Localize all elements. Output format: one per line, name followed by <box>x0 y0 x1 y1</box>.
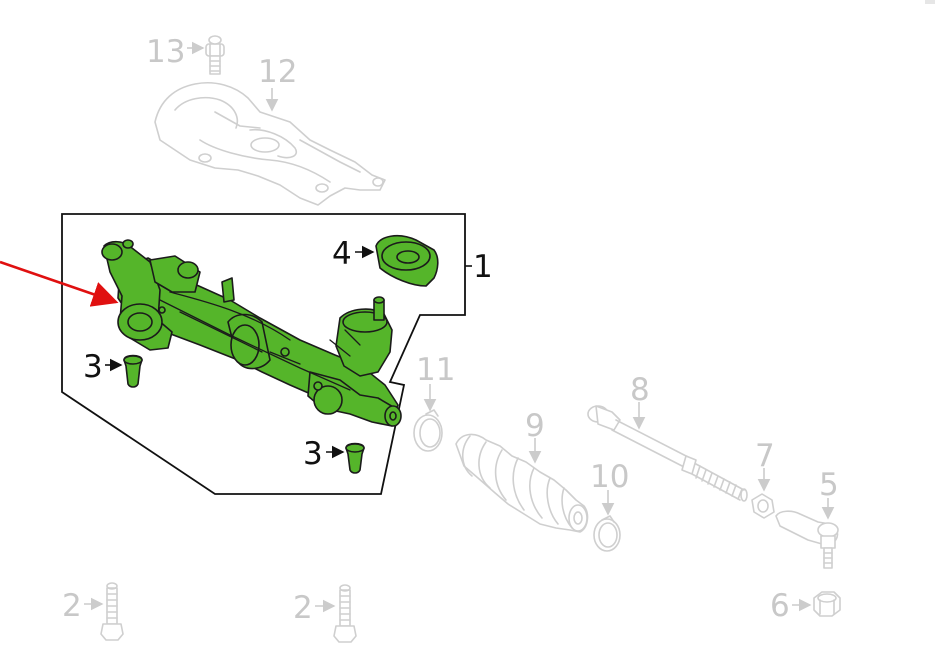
steering-rack-assembly-part[interactable] <box>101 239 402 427</box>
bolt-2-left-part[interactable] <box>100 582 124 641</box>
heat-shield-part[interactable] <box>154 82 386 206</box>
callout-11: 11 <box>416 352 455 388</box>
bolt-13-part[interactable] <box>205 35 225 75</box>
inner-tie-rod-8-part[interactable] <box>587 405 748 502</box>
mount-bushing-4-part[interactable] <box>375 234 439 287</box>
callout-9: 9 <box>525 408 545 444</box>
red-pointer-arrow <box>0 260 119 307</box>
callout-5: 5 <box>819 467 839 503</box>
nut-6-part[interactable] <box>813 591 841 617</box>
callout-7: 7 <box>755 438 775 474</box>
callout-8: 8 <box>630 372 650 408</box>
callout-13: 13 <box>146 34 185 70</box>
grommet-3-right-part[interactable] <box>345 442 365 474</box>
callout-3-left: 3 <box>83 349 103 385</box>
bolt-2-right-part[interactable] <box>333 584 357 643</box>
callout-2-left: 2 <box>62 588 82 624</box>
callout-2-right: 2 <box>293 590 313 626</box>
callout-3-right: 3 <box>303 436 323 472</box>
grommet-3-left-part[interactable] <box>123 354 143 388</box>
callout-4: 4 <box>332 236 352 272</box>
callout-12: 12 <box>258 54 297 90</box>
callout-6: 6 <box>770 588 790 624</box>
clamp-10-part[interactable] <box>593 515 621 552</box>
assembly-group-outline <box>61 213 466 495</box>
callout-1: 1 <box>473 249 493 285</box>
outer-tie-rod-end-5-part[interactable] <box>775 510 839 569</box>
boot-9-part[interactable] <box>455 433 589 533</box>
lock-nut-7-part[interactable] <box>751 493 775 519</box>
clamp-11-part[interactable] <box>413 409 443 452</box>
callout-10: 10 <box>590 459 629 495</box>
